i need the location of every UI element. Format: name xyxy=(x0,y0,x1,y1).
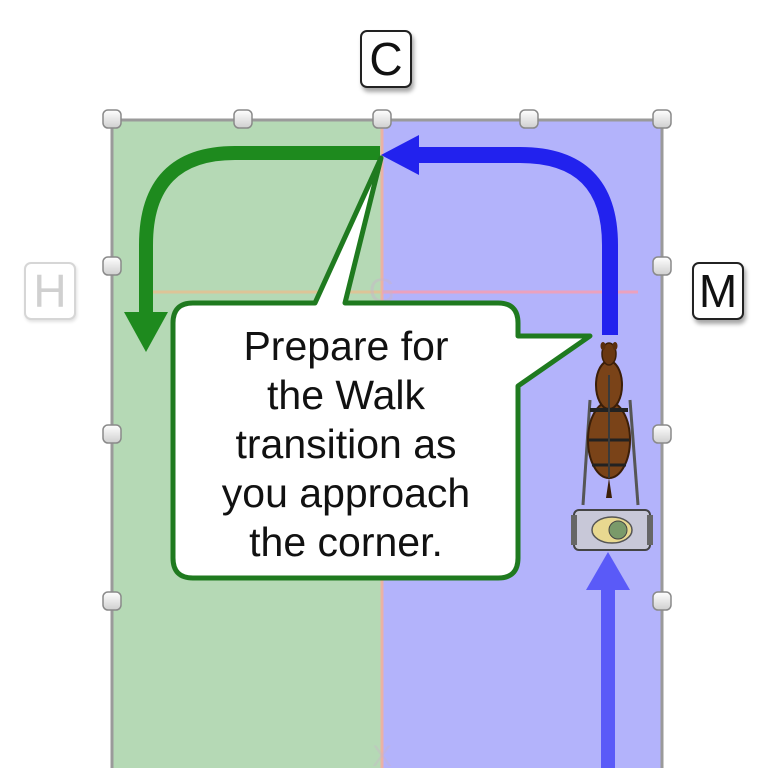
fence-post xyxy=(652,109,672,129)
green-arrowhead xyxy=(124,312,168,352)
letter-marker-m: M xyxy=(692,262,744,320)
letter-marker-h: H xyxy=(24,262,76,320)
horse-carriage-icon xyxy=(571,342,653,551)
fence-post xyxy=(652,591,672,611)
fence-post xyxy=(652,256,672,276)
fence-post xyxy=(102,424,122,444)
letter-x-faded: X xyxy=(372,740,392,768)
fence-post xyxy=(372,109,392,129)
callout-text: Prepare for the Walk transition as you a… xyxy=(221,322,471,565)
fence-post xyxy=(519,109,539,129)
callout-bubble xyxy=(170,155,593,581)
fence-post xyxy=(652,424,672,444)
fence-post xyxy=(102,109,122,129)
blue-path-arrow xyxy=(415,147,618,335)
blue-approach-arrowhead xyxy=(586,552,630,590)
fence-post xyxy=(102,256,122,276)
green-path-arrow xyxy=(139,146,380,315)
blue-arrowhead xyxy=(381,135,419,175)
fence-post xyxy=(233,109,253,129)
letter-marker-c: C xyxy=(360,30,412,88)
fence-posts xyxy=(102,109,672,611)
fence-post xyxy=(102,591,122,611)
